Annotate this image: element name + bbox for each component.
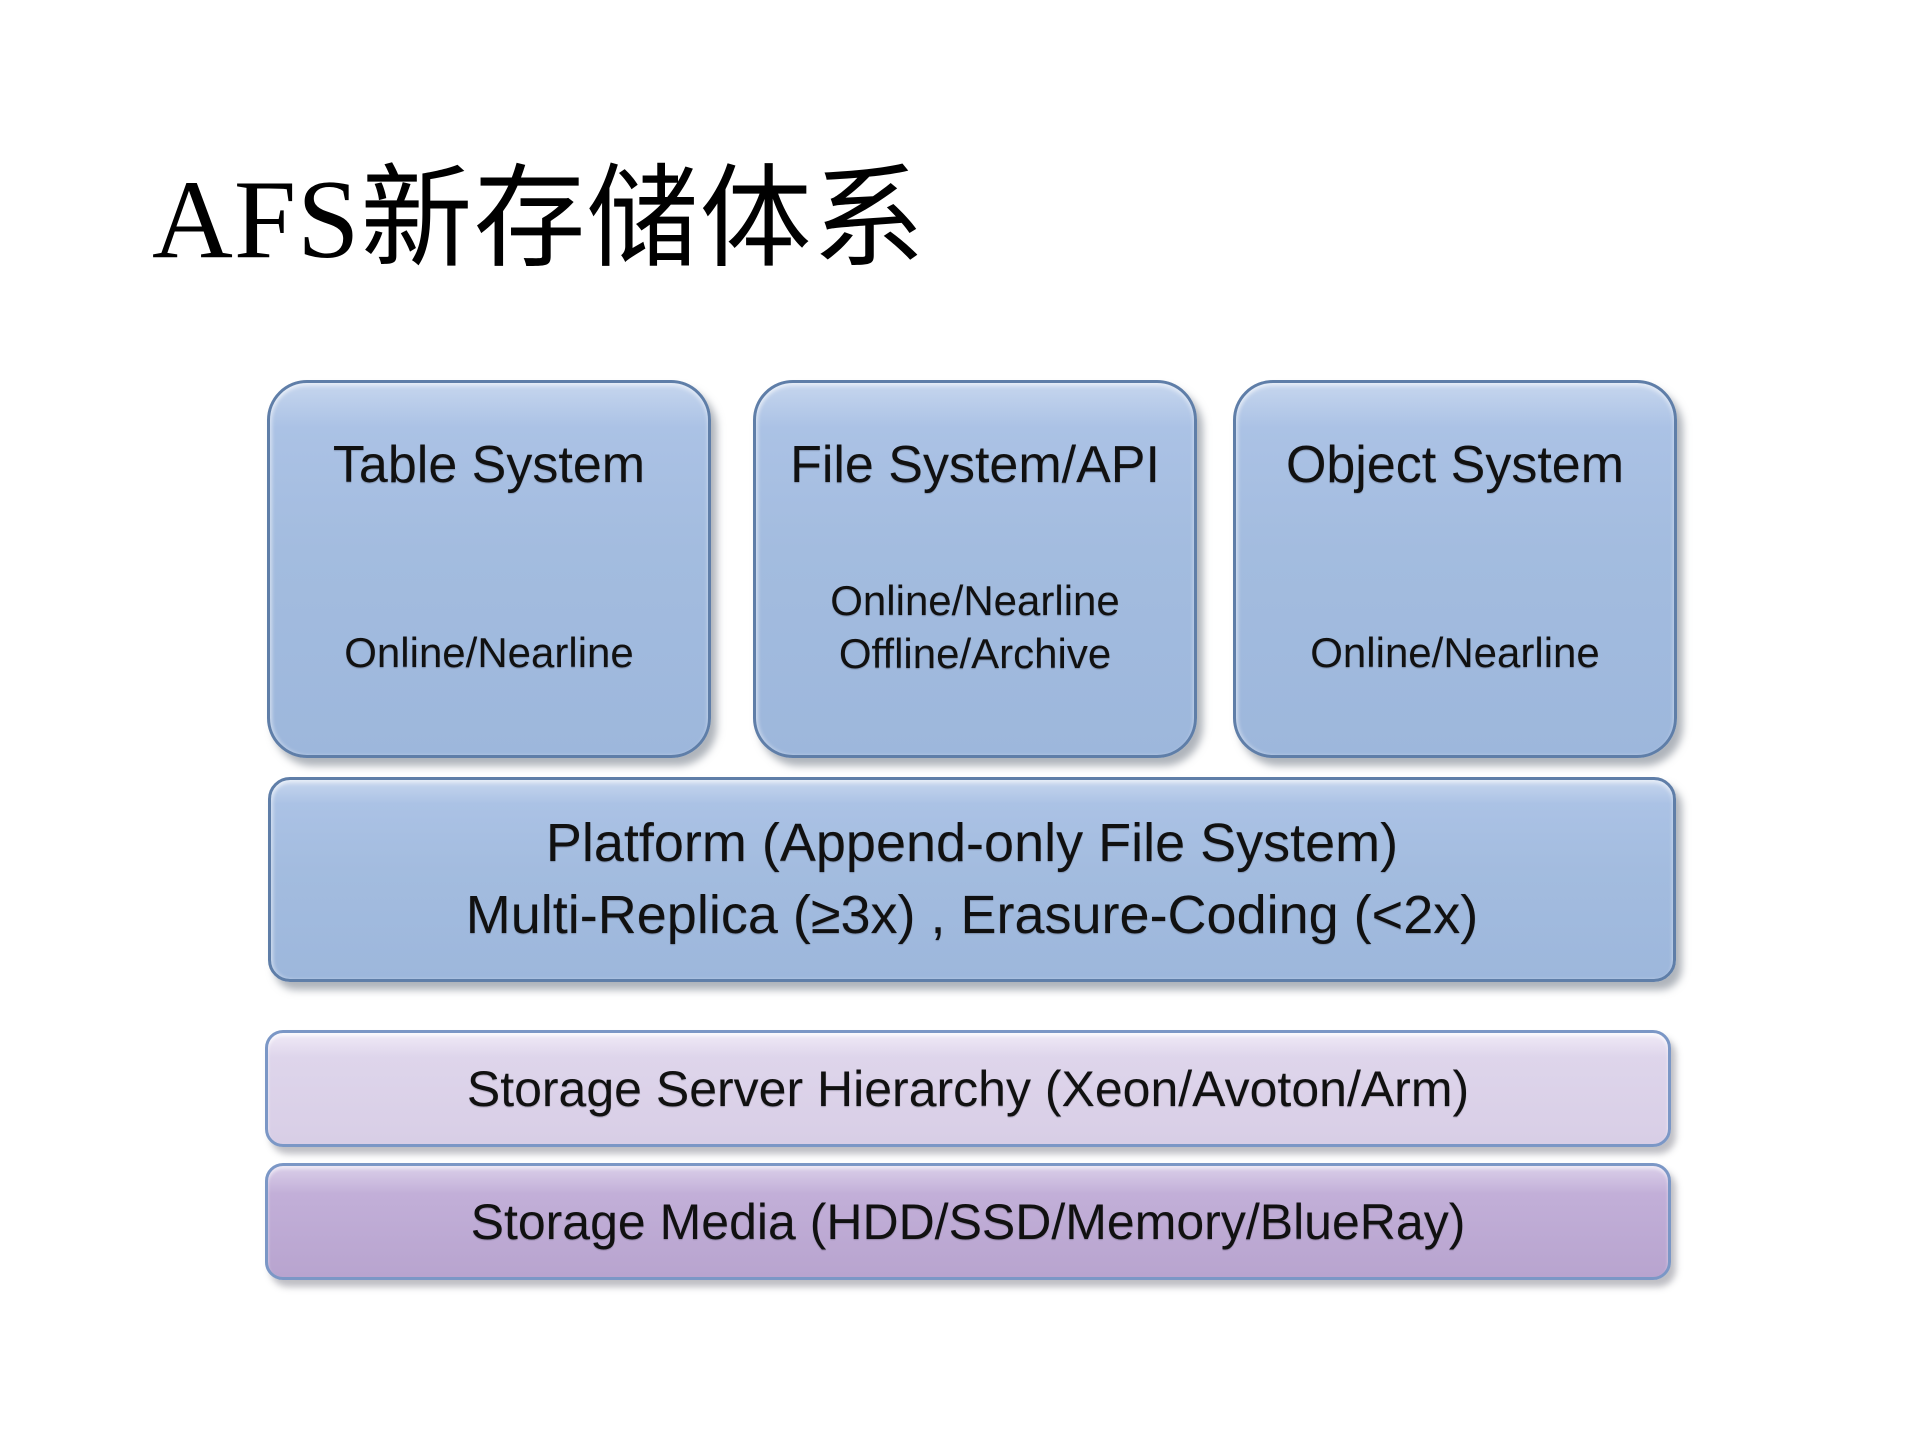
object-system-box: Object System Online/Nearline <box>1233 380 1677 758</box>
table-system-tiers: Online/Nearline <box>344 629 634 676</box>
storage-media-bar: Storage Media (HDD/SSD/Memory/BlueRay) <box>265 1163 1671 1280</box>
file-system-tier-line2: Offline/Archive <box>838 629 1112 677</box>
table-system-title: Table System <box>332 436 646 494</box>
slide-title: AFS新存储体系 <box>152 158 926 282</box>
object-system-title: Object System <box>1285 436 1625 494</box>
storage-media-label: Storage Media (HDD/SSD/Memory/BlueRay) <box>470 1193 1466 1250</box>
table-system-box: Table System Online/Nearline <box>267 380 711 758</box>
platform-box: Platform (Append-only File System) Multi… <box>268 777 1676 982</box>
file-system-tier-line1: Online/Nearline <box>830 577 1120 624</box>
storage-server-bar: Storage Server Hierarchy (Xeon/Avoton/Ar… <box>265 1030 1671 1147</box>
platform-line1: Platform (Append-only File System) <box>545 813 1399 874</box>
file-system-box: File System/API Online/Nearline Offline/… <box>753 380 1197 758</box>
platform-line2: Multi-Replica (≥3x) , Erasure-Coding (<2… <box>465 884 1479 945</box>
storage-server-label: Storage Server Hierarchy (Xeon/Avoton/Ar… <box>466 1060 1470 1117</box>
object-system-tiers: Online/Nearline <box>1310 629 1600 676</box>
file-system-tiers: Online/Nearline Offline/Archive <box>756 575 1194 681</box>
file-system-title: File System/API <box>790 436 1160 494</box>
